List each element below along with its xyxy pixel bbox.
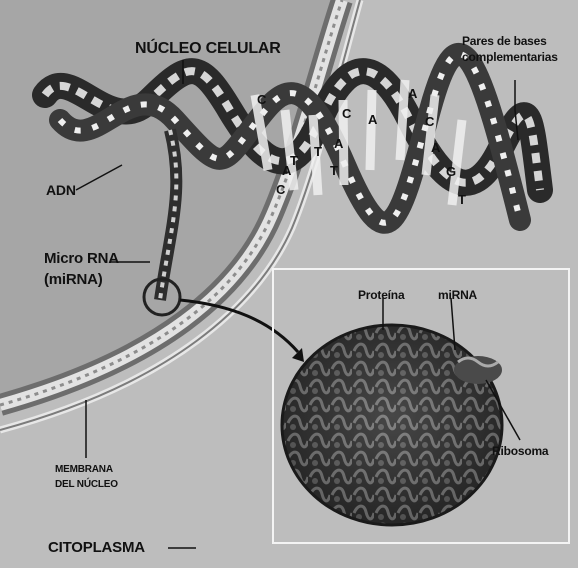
label-microrna-line2: (miRNA): [44, 271, 103, 288]
label-base-pairs-line2: complementarias: [462, 50, 558, 64]
base-letter: A: [408, 86, 418, 101]
base-letter: T: [290, 153, 298, 168]
label-nucleus: NÚCLEO CELULAR: [135, 40, 281, 58]
base-letter: C: [425, 114, 435, 129]
base-letter: C: [276, 182, 286, 197]
label-membrane-line2: DEL NÚCLEO: [55, 479, 118, 490]
base-letter: C: [257, 92, 267, 107]
base-letter: A: [334, 136, 344, 151]
base-letter: T: [330, 163, 338, 178]
base-letter: C: [342, 106, 352, 121]
base-letter: A: [431, 140, 441, 155]
label-ribosome: Ribosoma: [492, 444, 548, 458]
label-protein: Proteína: [358, 288, 404, 302]
zoom-inset-frame: [272, 268, 570, 544]
base-letter: T: [314, 144, 322, 159]
label-base-pairs-line1: Pares de bases: [462, 34, 547, 48]
label-microrna-line1: Micro RNA: [44, 250, 119, 267]
label-membrane-line1: MEMBRANA: [55, 464, 113, 475]
base-letter: T: [458, 192, 466, 207]
base-letter: A: [368, 112, 378, 127]
base-letter: G: [446, 164, 456, 179]
label-mirna-inset: miRNA: [438, 288, 477, 302]
label-cytoplasm: CITOPLASMA: [48, 539, 145, 556]
label-dna: ADN: [46, 182, 76, 198]
